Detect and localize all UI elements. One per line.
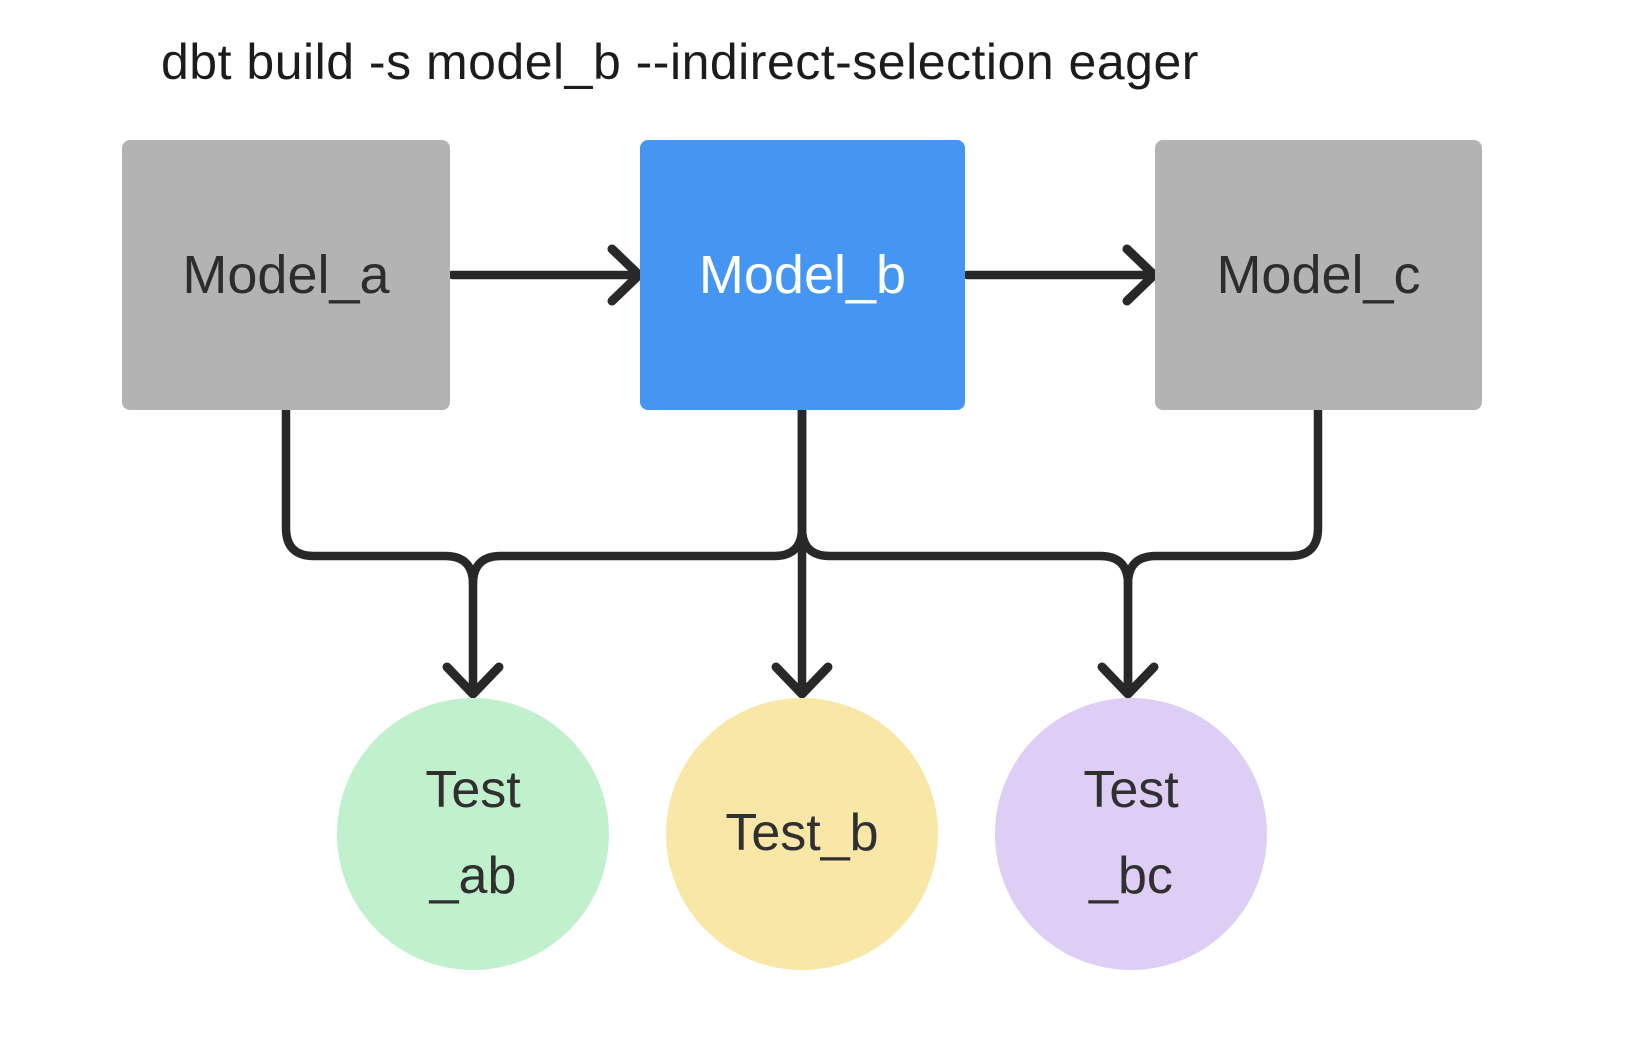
edge-model-a-to-test-ab (281, 405, 478, 695)
edge-model-b-to-test-bc (797, 405, 1133, 695)
node-test-ab-line1: Test (425, 761, 521, 820)
node-model-a: Model_a (122, 140, 450, 410)
node-test-bc-line2: _bc (1089, 847, 1173, 905)
node-model-b: Model_b (640, 140, 965, 410)
arrowhead-model-c (1122, 244, 1159, 306)
edge-model-c-to-test-bc (1123, 405, 1323, 695)
node-test-b: Test_b (666, 698, 938, 970)
node-model-c: Model_c (1155, 140, 1482, 410)
command-title: dbt build -s model_b --indirect-selectio… (161, 34, 1199, 90)
arrowhead-test-b (771, 662, 833, 699)
node-model-c-label: Model_c (1216, 245, 1421, 305)
node-test-b-line1: Test_b (725, 804, 879, 863)
node-model-b-label: Model_b (698, 245, 907, 305)
edge-model-b-to-test-ab (468, 405, 807, 589)
node-test-ab-line2: _ab (429, 847, 517, 905)
arrowhead-test-bc (1097, 662, 1159, 699)
node-model-a-label: Model_a (182, 245, 390, 305)
edge-group (281, 244, 1323, 699)
node-test-ab: Test _ab (337, 698, 609, 970)
arrowhead-test-ab (442, 662, 504, 699)
node-test-bc-line1: Test (1083, 761, 1179, 820)
node-test-bc: Test _bc (995, 698, 1267, 970)
arrowhead-model-b (607, 244, 644, 306)
